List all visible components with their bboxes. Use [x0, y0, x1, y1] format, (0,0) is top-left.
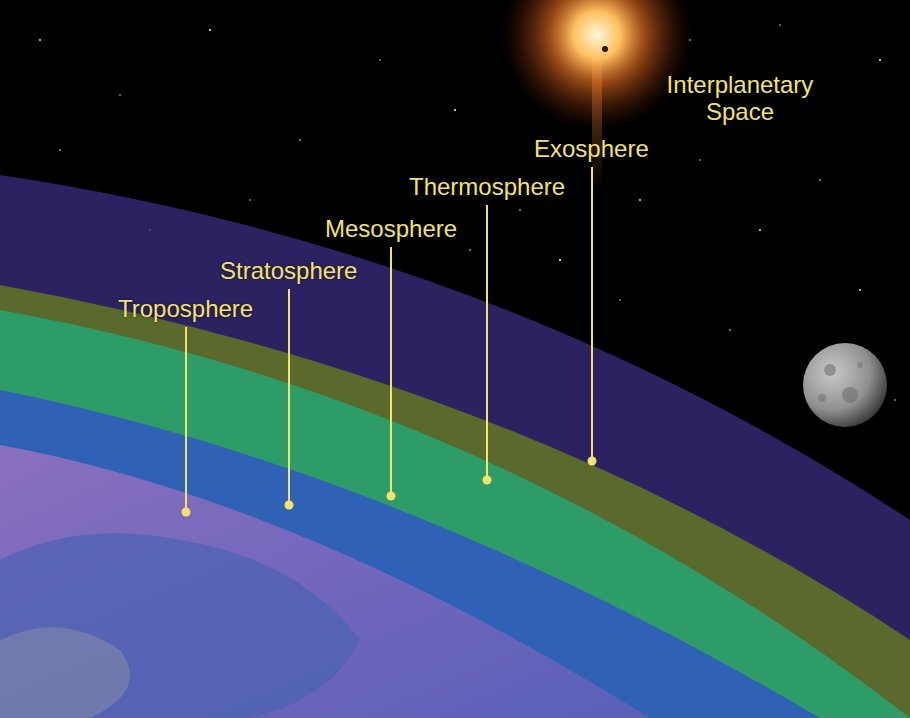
planet-transit: [602, 46, 608, 52]
leader-dot: [182, 508, 191, 517]
earth-coast: [0, 627, 130, 718]
layer-label: Stratosphere: [220, 257, 357, 284]
troposphere-band: [0, 445, 650, 718]
layer-label: Thermosphere: [409, 173, 565, 200]
leader-dots: [182, 457, 597, 517]
leader-dot: [588, 457, 597, 466]
mesosphere-band: [0, 310, 910, 718]
layer-label: Troposphere: [118, 295, 253, 322]
leader-dot: [483, 476, 492, 485]
earth-land: [0, 533, 360, 718]
layer-label: Exosphere: [534, 135, 649, 162]
region-label: Interplanetary Space: [645, 71, 835, 125]
layer-label: Mesosphere: [325, 215, 457, 242]
leader-lines: [186, 167, 592, 512]
sun: [502, 0, 692, 130]
leader-dot: [285, 501, 294, 510]
exosphere-band: [0, 175, 910, 718]
leader-line: [185, 327, 187, 512]
leader-line: [486, 205, 488, 480]
stratosphere-band: [0, 390, 820, 718]
leader-line: [591, 167, 593, 461]
leader-dot: [387, 492, 396, 501]
leader-line: [288, 289, 290, 505]
moon: [803, 343, 887, 427]
leader-line: [390, 247, 392, 496]
thermosphere-band: [0, 285, 910, 718]
